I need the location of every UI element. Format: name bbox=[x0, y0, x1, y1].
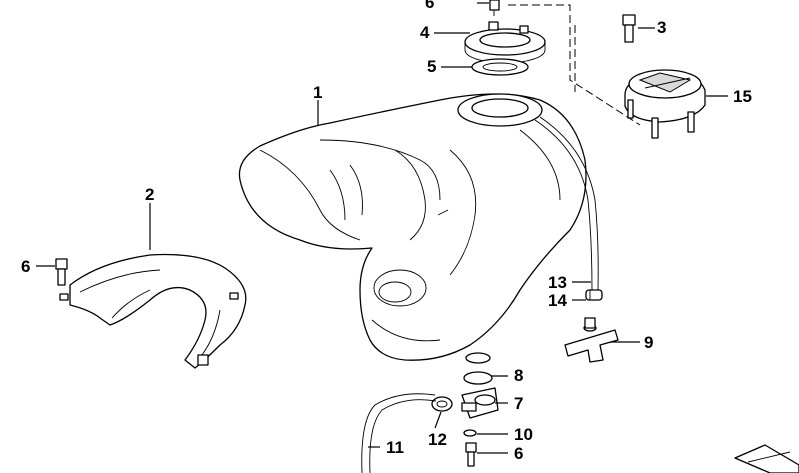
label-part-12: 12 bbox=[428, 430, 447, 449]
fuel-tank bbox=[238, 93, 587, 361]
bolt-left bbox=[55, 258, 68, 286]
heat-shield bbox=[59, 253, 247, 369]
vent-hose bbox=[534, 116, 599, 291]
corner-logo-icon bbox=[734, 444, 799, 473]
washer bbox=[463, 429, 477, 437]
fuel-tap bbox=[461, 371, 499, 419]
label-part-5: 5 bbox=[427, 57, 437, 76]
label-part-13: 13 bbox=[548, 273, 567, 292]
hose-clamp bbox=[431, 396, 453, 412]
gasket bbox=[471, 58, 529, 76]
alignment-dashed-lines bbox=[508, 4, 641, 126]
label-part-15: 15 bbox=[733, 87, 752, 106]
bolt-top bbox=[489, 0, 500, 16]
label-part-8: 8 bbox=[514, 366, 524, 385]
label-part-7: 7 bbox=[514, 394, 524, 413]
label-part-14: 14 bbox=[548, 291, 567, 310]
label-part-11: 11 bbox=[386, 438, 404, 457]
label-part-1: 1 bbox=[313, 83, 323, 102]
label-part-9: 9 bbox=[644, 333, 654, 352]
label-part-2: 2 bbox=[145, 185, 155, 204]
hose-clip bbox=[585, 289, 603, 301]
bolt-bottom bbox=[465, 442, 477, 467]
label-part-10: 10 bbox=[514, 425, 533, 444]
label-part-6-bottom: 6 bbox=[514, 444, 524, 463]
label-part-6-top: 6 bbox=[425, 0, 435, 12]
filler-cap bbox=[624, 69, 706, 139]
bolt-cap bbox=[622, 14, 636, 43]
flange-ring bbox=[464, 21, 546, 64]
label-part-6-left: 6 bbox=[21, 257, 31, 276]
leader-lines bbox=[36, 2, 728, 454]
o-ring bbox=[465, 352, 491, 364]
fuel-hose bbox=[361, 393, 437, 473]
label-part-4: 4 bbox=[420, 23, 430, 42]
t-connector bbox=[564, 317, 619, 363]
label-part-3: 3 bbox=[657, 18, 667, 37]
